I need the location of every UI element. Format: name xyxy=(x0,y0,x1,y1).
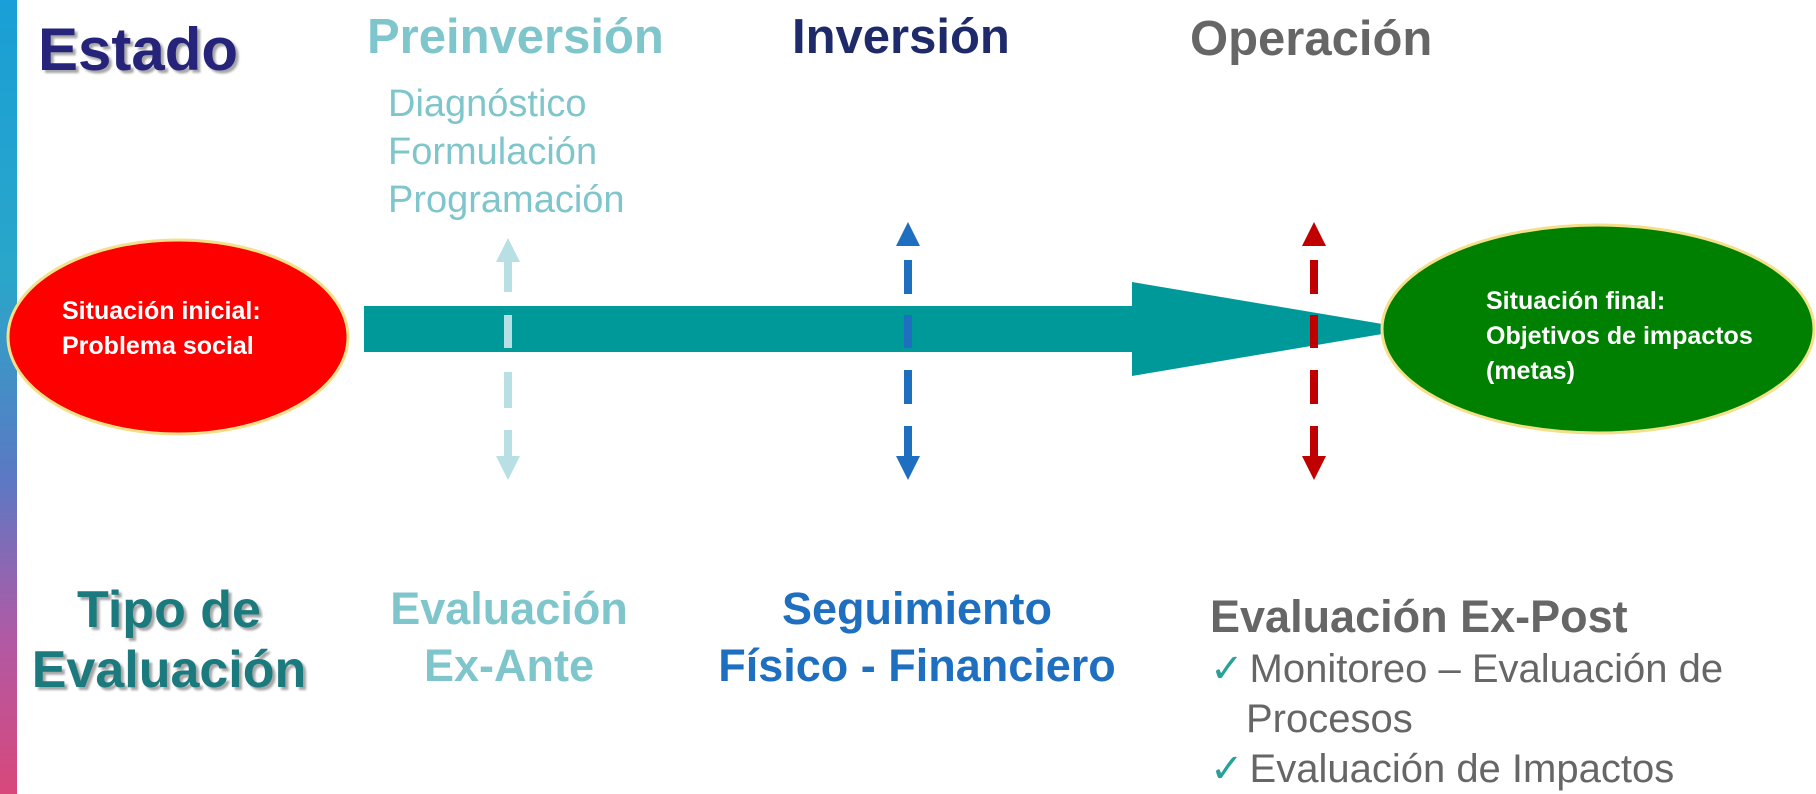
phase-preinversion: Preinversión xyxy=(367,10,664,64)
seguimiento-line2: Físico - Financiero xyxy=(718,640,1116,691)
ex-ante-line-crossing xyxy=(504,315,512,347)
initial-state-ellipse xyxy=(6,238,350,436)
checkmark-icon: ✓ xyxy=(1210,647,1244,691)
step-diagnostico: Diagnóstico xyxy=(388,83,587,125)
evaluation-type-line1: Tipo de xyxy=(77,581,261,639)
ex-ante-line2: Ex-Ante xyxy=(423,640,595,691)
ex-post-item-2: ✓Evaluación de Impactos xyxy=(1210,744,1723,794)
phase-inversion: Inversión xyxy=(792,10,1010,64)
seguimiento-line1: Seguimiento xyxy=(781,583,1053,634)
final-state-line1: Situación final: xyxy=(1486,287,1666,315)
step-formulacion: Formulación xyxy=(388,131,598,173)
checkmark-icon: ✓ xyxy=(1210,747,1244,791)
ex-post-dashed-arrow xyxy=(1302,222,1326,480)
final-state-line2: Objetivos de impactos xyxy=(1486,322,1753,350)
final-state-ellipse xyxy=(1380,223,1816,435)
evaluation-type-line2: Evaluación xyxy=(31,641,307,699)
ex-post-line-crossing xyxy=(1310,315,1318,347)
initial-state-label: Situación inicial: Problema social xyxy=(62,294,261,364)
evaluation-type-title: Tipo de Evaluación xyxy=(14,580,324,700)
initial-state-line1: Situación inicial: xyxy=(62,297,261,325)
ex-post-item-1-continuation: Procesos xyxy=(1246,697,1413,741)
ex-ante-line1: Evaluación xyxy=(390,583,628,634)
ex-post-block: Evaluación Ex-Post ✓Monitoreo – Evaluaci… xyxy=(1210,590,1723,794)
decorative-side-strip xyxy=(0,0,17,794)
final-state-label: Situación final: Objetivos de impactos (… xyxy=(1486,284,1753,389)
preinversion-steps: Diagnóstico Formulación Programación xyxy=(388,80,625,224)
main-process-arrow xyxy=(364,282,1412,376)
state-title: Estado xyxy=(38,16,239,83)
seguimiento-label: Seguimiento Físico - Financiero xyxy=(692,580,1142,694)
ex-post-item-1: ✓Monitoreo – Evaluación de xyxy=(1210,644,1723,694)
ex-post-item-2-text: Evaluación de Impactos xyxy=(1249,747,1675,791)
ex-ante-dashed-arrow xyxy=(496,238,520,480)
seguimiento-line-crossing xyxy=(904,315,912,347)
step-programacion: Programación xyxy=(388,179,625,221)
final-state-line3: (metas) xyxy=(1486,357,1575,385)
initial-state-line2: Problema social xyxy=(62,332,254,360)
phase-operacion: Operación xyxy=(1190,12,1433,66)
ex-post-item-1-text: Monitoreo – Evaluación de xyxy=(1249,647,1724,691)
ex-post-title: Evaluación Ex-Post xyxy=(1210,591,1628,642)
ex-ante-label: Evaluación Ex-Ante xyxy=(376,580,642,694)
